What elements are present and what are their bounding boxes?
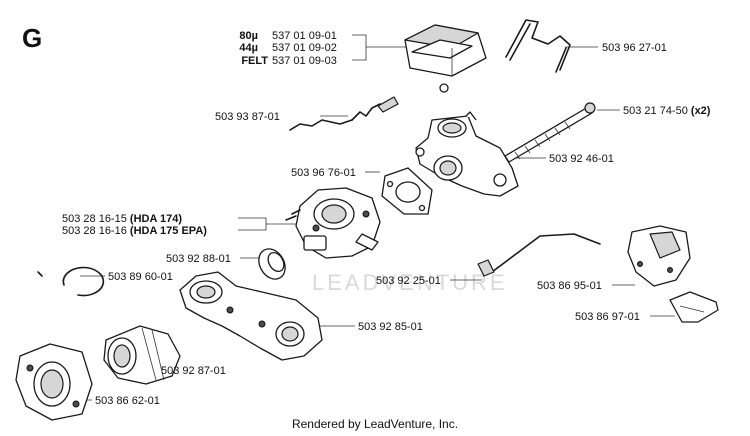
seal-ring bbox=[258, 248, 286, 280]
callout-link-rod: 503 92 25-01 bbox=[376, 275, 441, 287]
filter-option-80: 80µ 537 01 09-01 bbox=[239, 30, 336, 42]
intake-flange bbox=[15, 343, 93, 421]
callout-gasket: 503 96 76-01 bbox=[291, 167, 356, 179]
callout-seal-ring: 503 92 88-01 bbox=[166, 253, 231, 265]
callout-bolt: 503 21 74-50 (x2) bbox=[623, 105, 711, 117]
throttle-lever bbox=[627, 225, 691, 287]
wire-clip bbox=[505, 19, 571, 73]
callout-flange: 503 86 62-01 bbox=[95, 395, 160, 407]
callout-lever: 503 86 95-01 bbox=[537, 280, 602, 292]
filter-option-felt: FELT 537 01 09-03 bbox=[241, 55, 337, 67]
spring-clip bbox=[669, 291, 719, 323]
callout-carb-175: 503 28 16-16 (HDA 175 EPA) bbox=[62, 225, 207, 237]
carb-bracket bbox=[415, 111, 519, 197]
section-letter: G bbox=[22, 23, 42, 53]
callout-circlip: 503 89 60-01 bbox=[108, 271, 173, 283]
svg-text:FELT: FELT bbox=[241, 55, 268, 67]
svg-text:44µ: 44µ bbox=[239, 42, 258, 54]
svg-text:537 01 09-03: 537 01 09-03 bbox=[272, 55, 337, 67]
svg-text:80µ: 80µ bbox=[239, 30, 258, 42]
svg-text:537 01 09-01: 537 01 09-01 bbox=[272, 30, 337, 42]
gasket bbox=[381, 167, 433, 215]
callout-bellows: 503 92 87-01 bbox=[161, 365, 226, 377]
callout-spring-clip: 503 86 97-01 bbox=[575, 311, 640, 323]
rubber-bellows bbox=[103, 325, 181, 385]
leader-lines bbox=[70, 34, 675, 401]
callout-carb-174: 503 28 16-15 (HDA 174) bbox=[62, 213, 182, 225]
filter-option-44: 44µ 537 01 09-02 bbox=[239, 42, 336, 54]
intake-manifold bbox=[179, 271, 323, 361]
circlip bbox=[37, 266, 105, 297]
svg-text:537 01 09-02: 537 01 09-02 bbox=[272, 42, 337, 54]
callout-bracket-top: 503 92 46-01 bbox=[549, 153, 614, 165]
callout-rod: 503 93 87-01 bbox=[215, 111, 280, 123]
watermark: LEADVENTURE bbox=[312, 270, 508, 295]
carburetor bbox=[285, 187, 381, 259]
footer-credit: Rendered by LeadVenture, Inc. bbox=[292, 417, 458, 431]
air-filter bbox=[404, 24, 487, 93]
link-rod bbox=[477, 233, 601, 277]
callout-intake: 503 92 85-01 bbox=[358, 321, 423, 333]
choke-rod bbox=[289, 96, 399, 131]
callout-clip: 503 96 27-01 bbox=[602, 42, 667, 54]
